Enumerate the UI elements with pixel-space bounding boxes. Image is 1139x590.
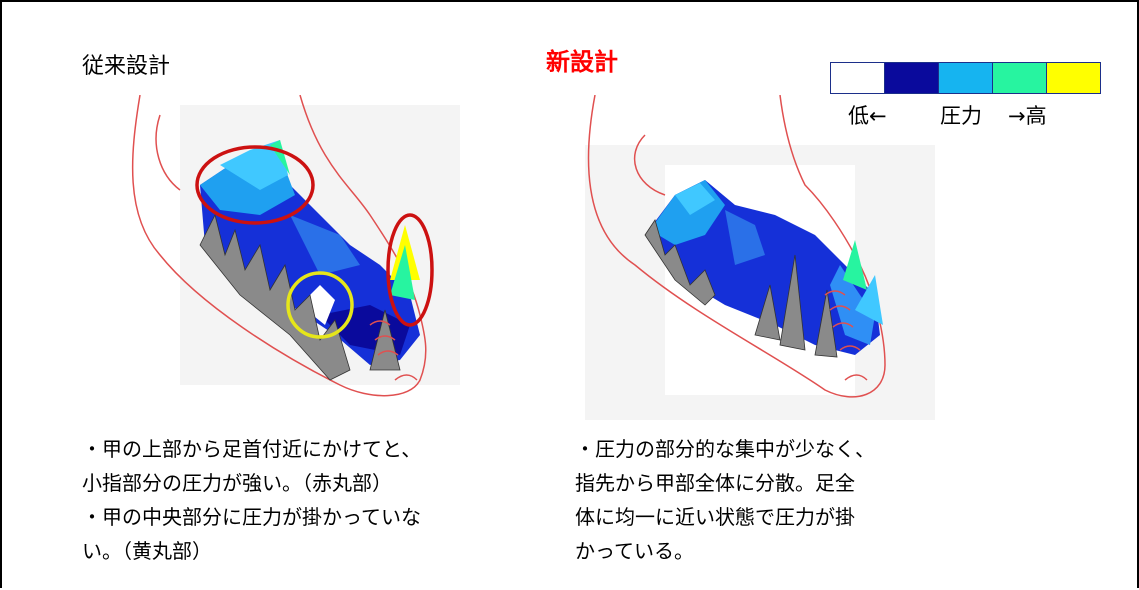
legend-swatch-5 bbox=[1047, 63, 1100, 93]
legend-swatch-2 bbox=[885, 63, 939, 93]
pressure-legend bbox=[830, 62, 1101, 94]
legend-high-label: →高 bbox=[1008, 104, 1047, 128]
description-line: ・圧力の部分的な集中が少なく、 bbox=[575, 437, 875, 461]
legend-swatch-1 bbox=[831, 63, 885, 93]
old-design-title: 従来設計 bbox=[82, 54, 171, 79]
description-line: かっている。 bbox=[575, 539, 694, 563]
description-line: ・甲の中央部分に圧力が掛かっていな bbox=[82, 505, 421, 529]
old-design-description: ・甲の上部から足首付近にかけてと、 小指部分の圧力が強い。（赤丸部） ・甲の中央… bbox=[82, 432, 421, 568]
legend-swatch-3 bbox=[939, 63, 993, 93]
old-design-pressure-map bbox=[131, 95, 460, 397]
description-line: 体に均一に近い状態で圧力が掛 bbox=[575, 505, 855, 529]
legend-color-scale bbox=[830, 62, 1101, 94]
description-line: 小指部分の圧力が強い。（赤丸部） bbox=[82, 471, 392, 495]
description-line: ・甲の上部から足首付近にかけてと、 bbox=[82, 437, 422, 461]
legend-middle-label: 圧力 bbox=[940, 104, 982, 128]
description-line: い。（黄丸部） bbox=[82, 539, 212, 563]
legend-swatch-4 bbox=[993, 63, 1047, 93]
description-line: 指先から甲部全体に分散。足全 bbox=[575, 471, 855, 495]
new-design-description: ・圧力の部分的な集中が少なく、 指先から甲部全体に分散。足全 体に均一に近い状態… bbox=[575, 432, 875, 568]
legend-low-label: 低← bbox=[848, 104, 887, 128]
new-design-pressure-map bbox=[585, 95, 935, 420]
new-design-title: 新設計 bbox=[546, 48, 618, 76]
